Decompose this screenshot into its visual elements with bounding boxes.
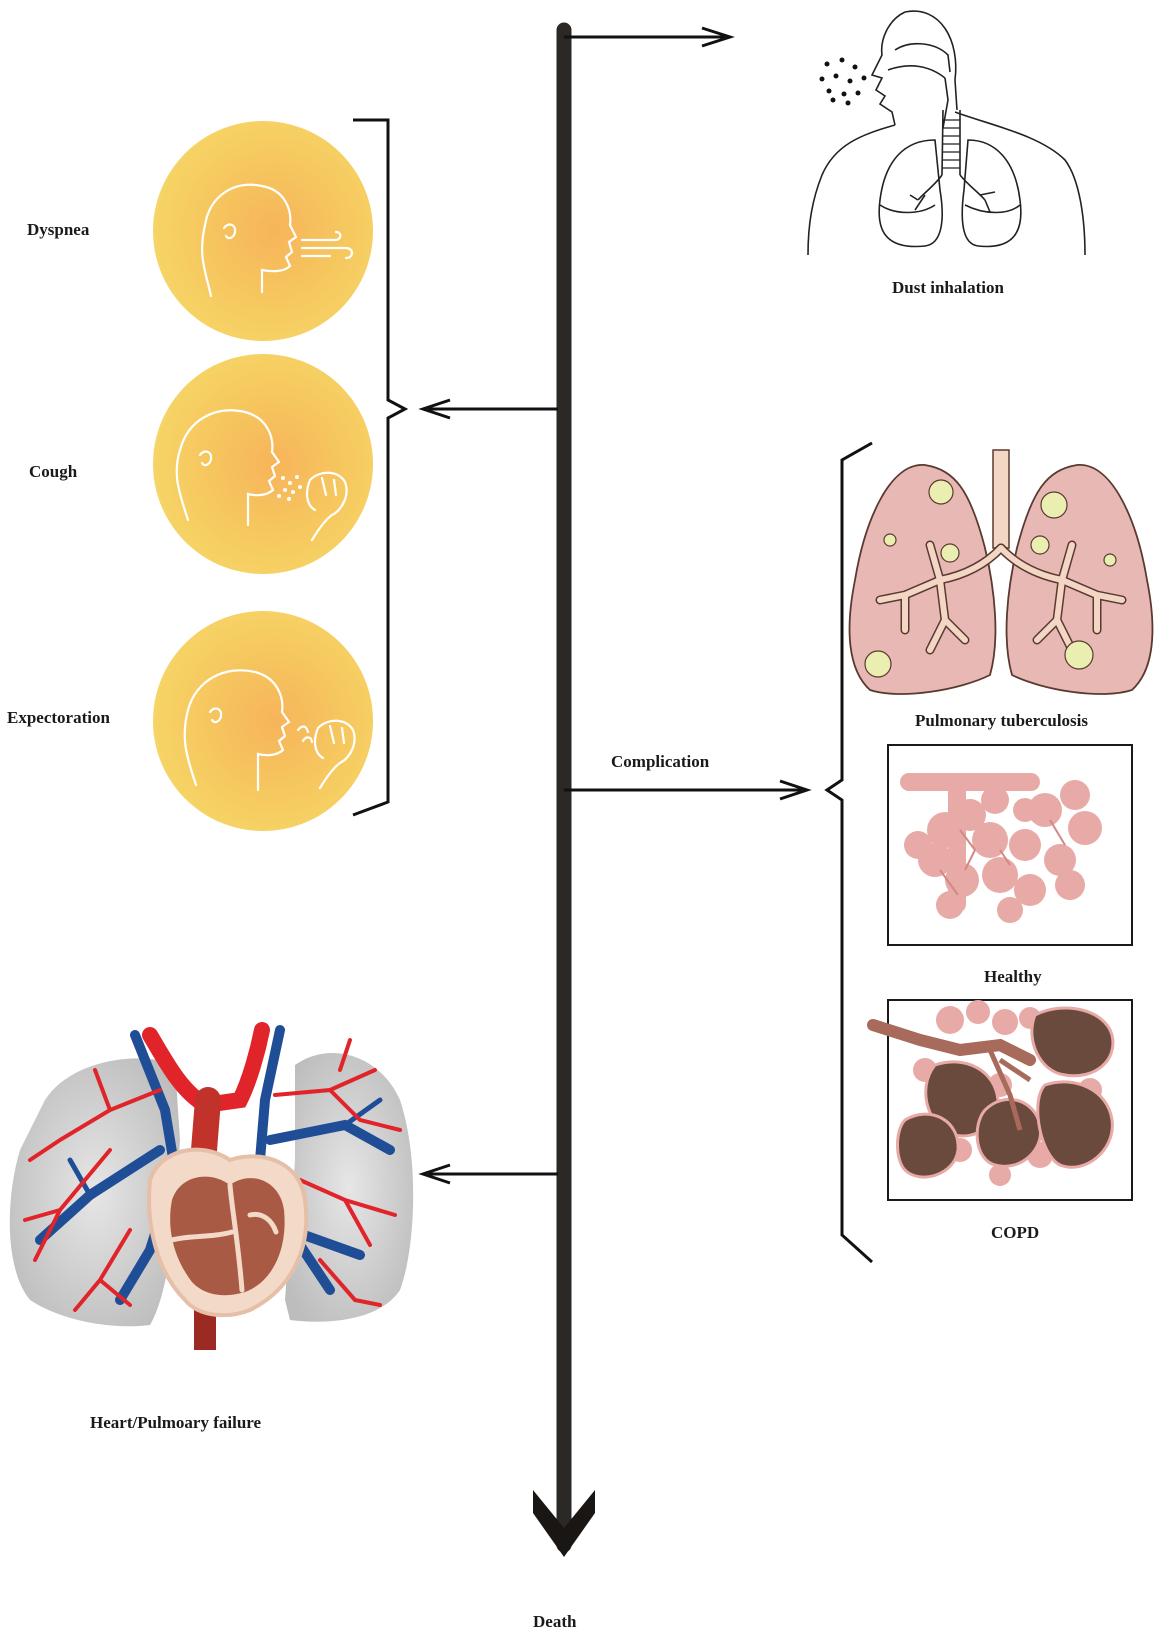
- copd-alveoli-illustration: [867, 999, 1133, 1201]
- edge-complication: [564, 779, 812, 801]
- dyspnea-label: Dyspnea: [27, 220, 90, 239]
- cough-illustration: [153, 354, 373, 574]
- heart-pulmonary-failure-illustration: [9, 1022, 414, 1350]
- dyspnea-illustration: [153, 121, 373, 341]
- edge-symptoms: [418, 398, 558, 420]
- copd-label: COPD: [991, 1223, 1040, 1242]
- cough-label: Cough: [29, 462, 78, 481]
- heart-pulmonary-failure-label: Heart/Pulmoary failure: [90, 1413, 262, 1432]
- edge-dust-inhalation: [564, 26, 735, 48]
- complications-bracket: [824, 441, 874, 1264]
- pulmonary-tuberculosis-label: Pulmonary tuberculosis: [915, 711, 1089, 730]
- death-label: Death: [533, 1612, 577, 1631]
- dust-particles: [819, 57, 867, 106]
- timeline-arrow: [533, 22, 595, 1557]
- symptoms-bracket: [352, 118, 409, 817]
- expectoration-illustration: [153, 611, 373, 831]
- healthy-label: Healthy: [984, 967, 1042, 986]
- edge-heart-failure: [418, 1163, 558, 1185]
- expectoration-label: Expectoration: [7, 708, 110, 727]
- healthy-alveoli-illustration: [887, 744, 1133, 946]
- complication-label: Complication: [611, 752, 710, 771]
- dust-inhalation-illustration: [807, 10, 1086, 256]
- pulmonary-tuberculosis-illustration: [848, 449, 1154, 695]
- dust-inhalation-label: Dust inhalation: [892, 278, 1004, 297]
